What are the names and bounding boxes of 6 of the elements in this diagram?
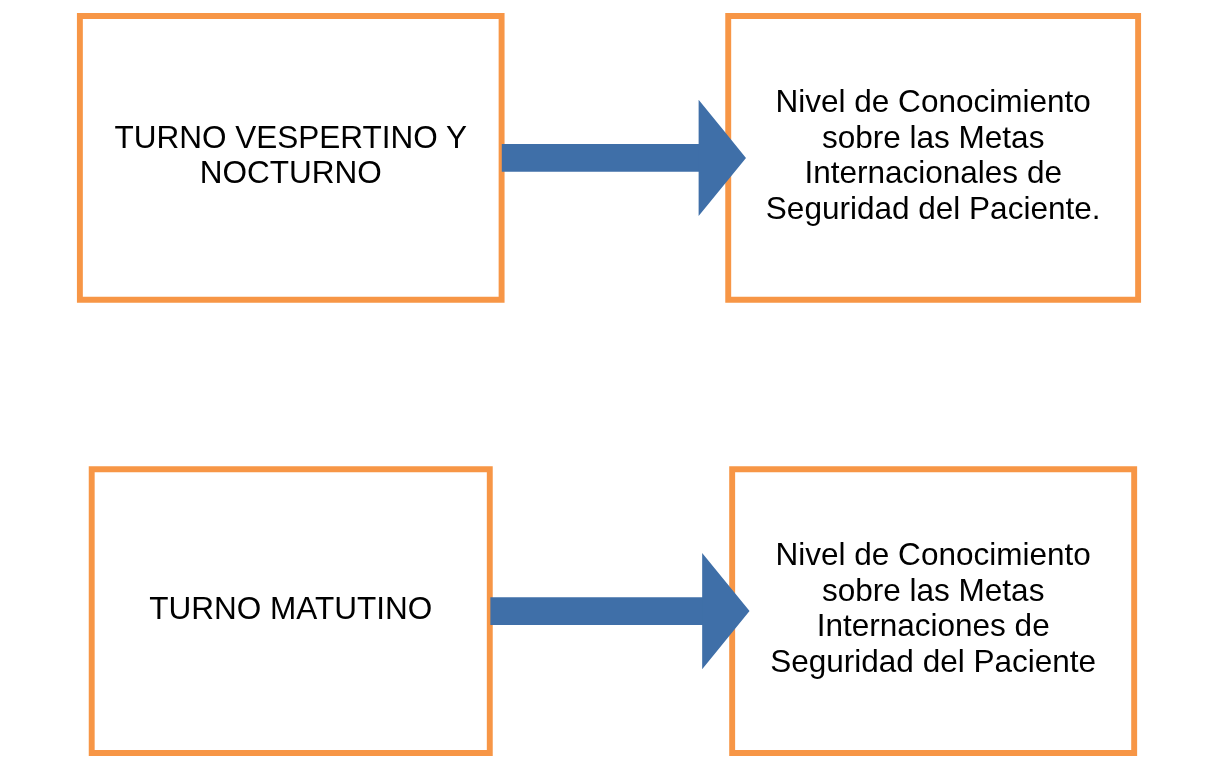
node-box: TURNO VESPERTINO Y NOCTURNO (76, 13, 505, 303)
node-box: Nivel de Conocimiento sobre las Metas Internacionales de Seguridad del Paciente. (724, 13, 1141, 303)
arrow (489, 553, 750, 670)
arrow (501, 99, 746, 216)
node-box: TURNO MATUTINO (88, 466, 493, 756)
node-box: Nivel de Conocimiento sobre las Metas Internaciones de Seguridad del Paciente (728, 466, 1137, 756)
